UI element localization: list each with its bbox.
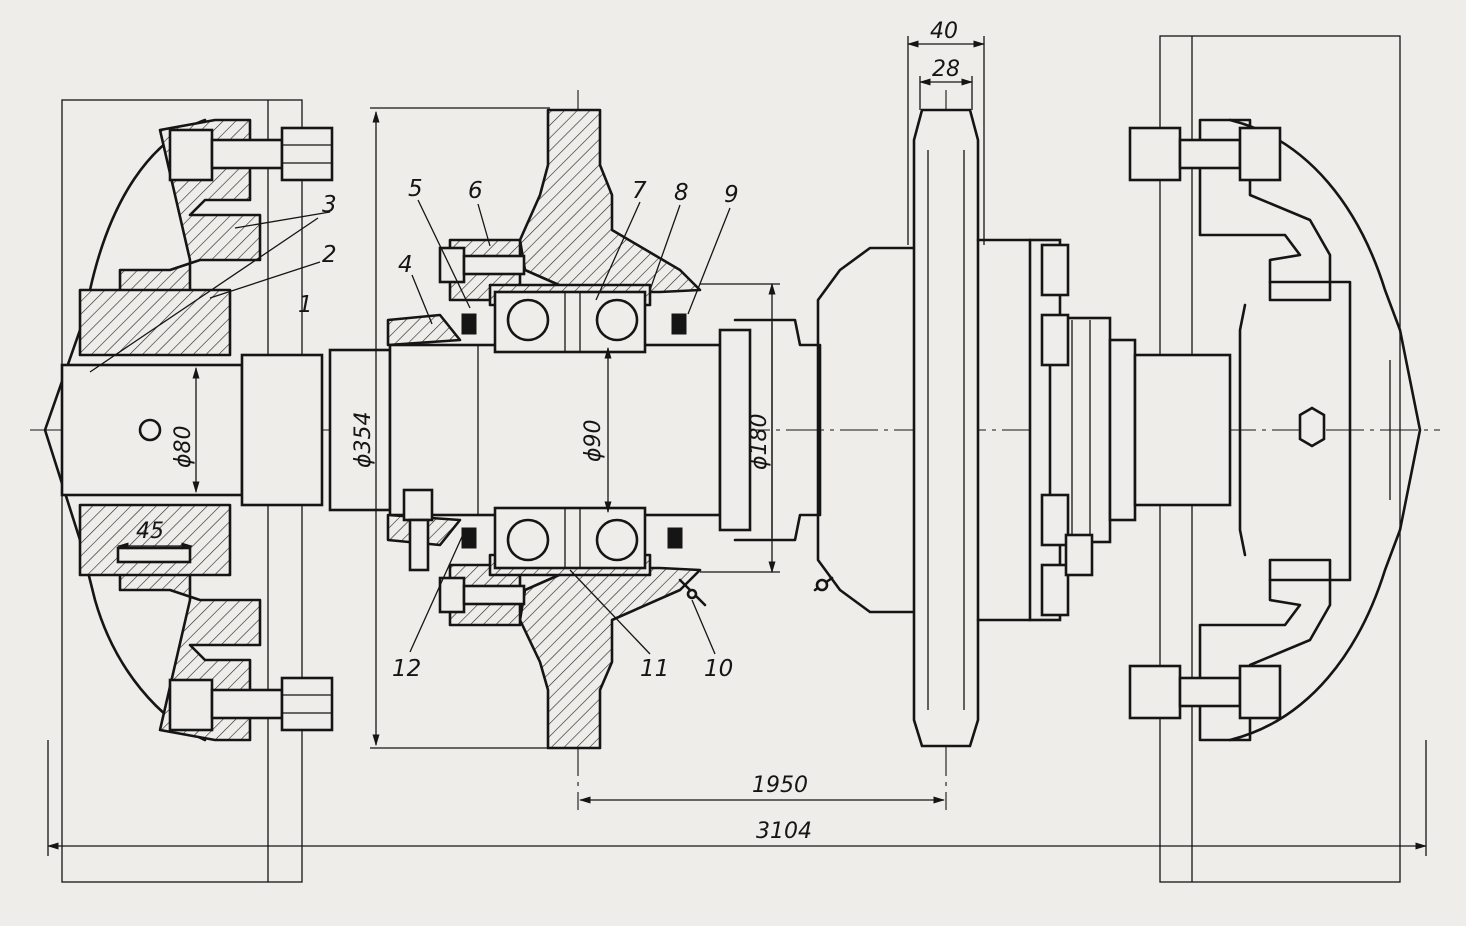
- left-bottom-bolt: [168, 676, 334, 732]
- dim-label-d90: ϕ90: [581, 419, 606, 462]
- part-label-11: 11: [640, 656, 669, 682]
- right-top-bolt: [1128, 126, 1282, 182]
- part-label-10: 10: [704, 656, 733, 682]
- dim-label-d354: ϕ354: [351, 411, 376, 468]
- bearings: [461, 290, 687, 570]
- leader-lines: [89, 199, 731, 655]
- right-axle-stub: [1133, 353, 1232, 507]
- part-label-4: 4: [398, 252, 413, 278]
- part-label-6: 6: [468, 178, 483, 204]
- dim-label-40: 40: [930, 19, 958, 44]
- part-label-3: 3: [322, 192, 337, 218]
- dim-label-45: 45: [136, 519, 164, 544]
- hub-screws: [402, 246, 707, 614]
- right-wheel: [813, 108, 1137, 748]
- dimension-lines: [46, 36, 1428, 856]
- right-axle-box: [1198, 118, 1422, 742]
- part-label-5: 5: [408, 176, 423, 202]
- right-wheel-nuts: [1040, 243, 1094, 617]
- dim-label-d180: ϕ180: [747, 413, 772, 470]
- left-top-bolt: [168, 126, 334, 182]
- right-bottom-bolt: [1128, 664, 1282, 720]
- axle: [60, 318, 822, 542]
- dimension-labels: ϕ80 ϕ354 ϕ90 ϕ180 45 40 28 1950 3104: [136, 19, 960, 844]
- dim-label-28: 28: [932, 57, 960, 82]
- part-label-8: 8: [674, 180, 689, 206]
- part-label-1: 1: [298, 292, 313, 318]
- dim-label-d80: ϕ80: [171, 425, 196, 468]
- part-label-2: 2: [322, 242, 337, 268]
- left-wheel-hub: [386, 108, 702, 750]
- dim-label-3104: 3104: [756, 819, 812, 844]
- part-label-9: 9: [724, 182, 739, 208]
- part-labels: 3 2 1 4 5 6 7 8 9 12 11 10: [298, 176, 739, 682]
- part-label-12: 12: [392, 656, 421, 682]
- part-label-7: 7: [632, 178, 647, 204]
- dim-label-1950: 1950: [752, 773, 808, 798]
